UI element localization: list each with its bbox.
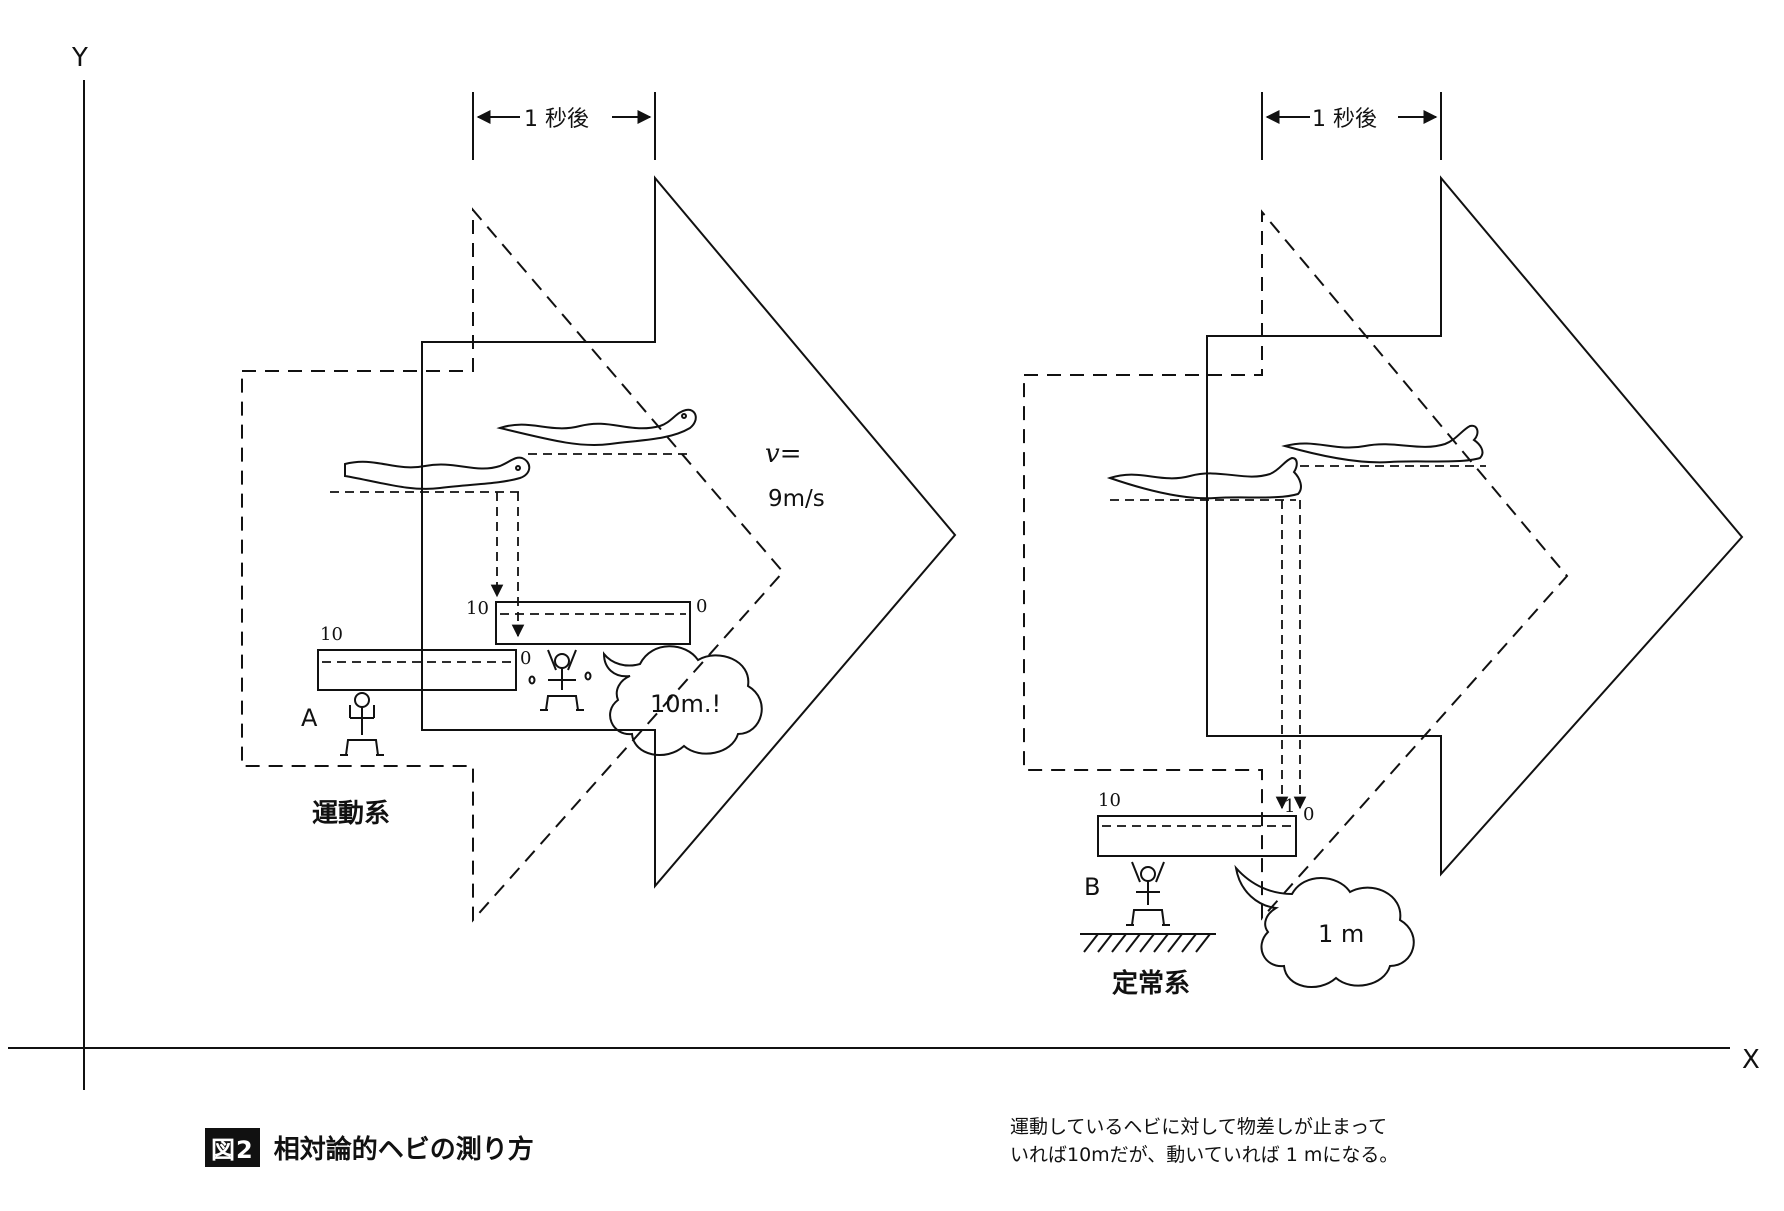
snake-later-left [496,408,697,447]
y-axis-label: Y [71,43,88,73]
time-label-right: 1 秒後 [1312,107,1377,132]
speech-text-left: 10m.! [650,690,721,718]
observer-a [340,692,384,756]
arrow-frame-dashed-left [241,207,785,923]
observer-moving [528,649,592,711]
ruler-moved-left [495,601,691,645]
frame-name-right: 定常系 [1112,968,1190,999]
velocity-label: v= [765,439,801,469]
snake-earlier-left [344,456,531,490]
speech-text-right: 1 m [1318,920,1364,948]
figure-title: 相対論的ヘビの測り方 [273,1135,534,1165]
frame-name-left: 運動系 [312,799,390,829]
ruler-a-start: 10 [320,624,343,645]
figure-badge: 図2 [205,1128,260,1167]
ruler-moved-start: 10 [466,598,489,619]
ruler-a [317,649,517,691]
snake-earlier-right [1106,456,1302,500]
arrow-frame-solid-left [421,175,957,889]
arrow-frame-solid-right [1206,175,1744,877]
x-axis-label: X [1742,1045,1760,1075]
velocity-value: 9m/s [768,486,825,512]
right-panel: 1 秒後 10 1 0 [1023,92,1744,999]
observer-b-label: B [1084,873,1100,901]
ruler-a-end: 0 [520,648,531,669]
ruler-b-mark: 1 [1284,796,1295,817]
note-line-1: 運動しているヘビに対して物差しが止まって [1010,1116,1388,1138]
ruler-moved-end: 0 [696,596,707,617]
observer-a-label: A [301,704,318,732]
observer-b [1126,861,1170,926]
snake-later-right [1281,424,1484,464]
time-label-left: 1 秒後 [524,107,589,132]
speech-bubble-right [1234,864,1415,988]
ruler-b-end: 0 [1303,804,1314,825]
axes: Y X [8,43,1760,1090]
left-panel: 1 秒後 10 0 10 0 [241,92,957,923]
ground-hatch [1080,933,1216,953]
ruler-b-start: 10 [1098,790,1121,811]
ruler-b [1097,815,1297,857]
arrow-frame-dashed-right [1023,209,1569,921]
speech-bubble-left [602,645,763,756]
note-line-2: いれば10mだが、動いていれば 1 mになる。 [1010,1144,1399,1166]
figure-note: 運動しているヘビに対して物差しが止まって いれば10mだが、動いていれば 1 m… [1010,1113,1398,1169]
figure-caption: 図2 相対論的ヘビの測り方 [205,1128,534,1167]
